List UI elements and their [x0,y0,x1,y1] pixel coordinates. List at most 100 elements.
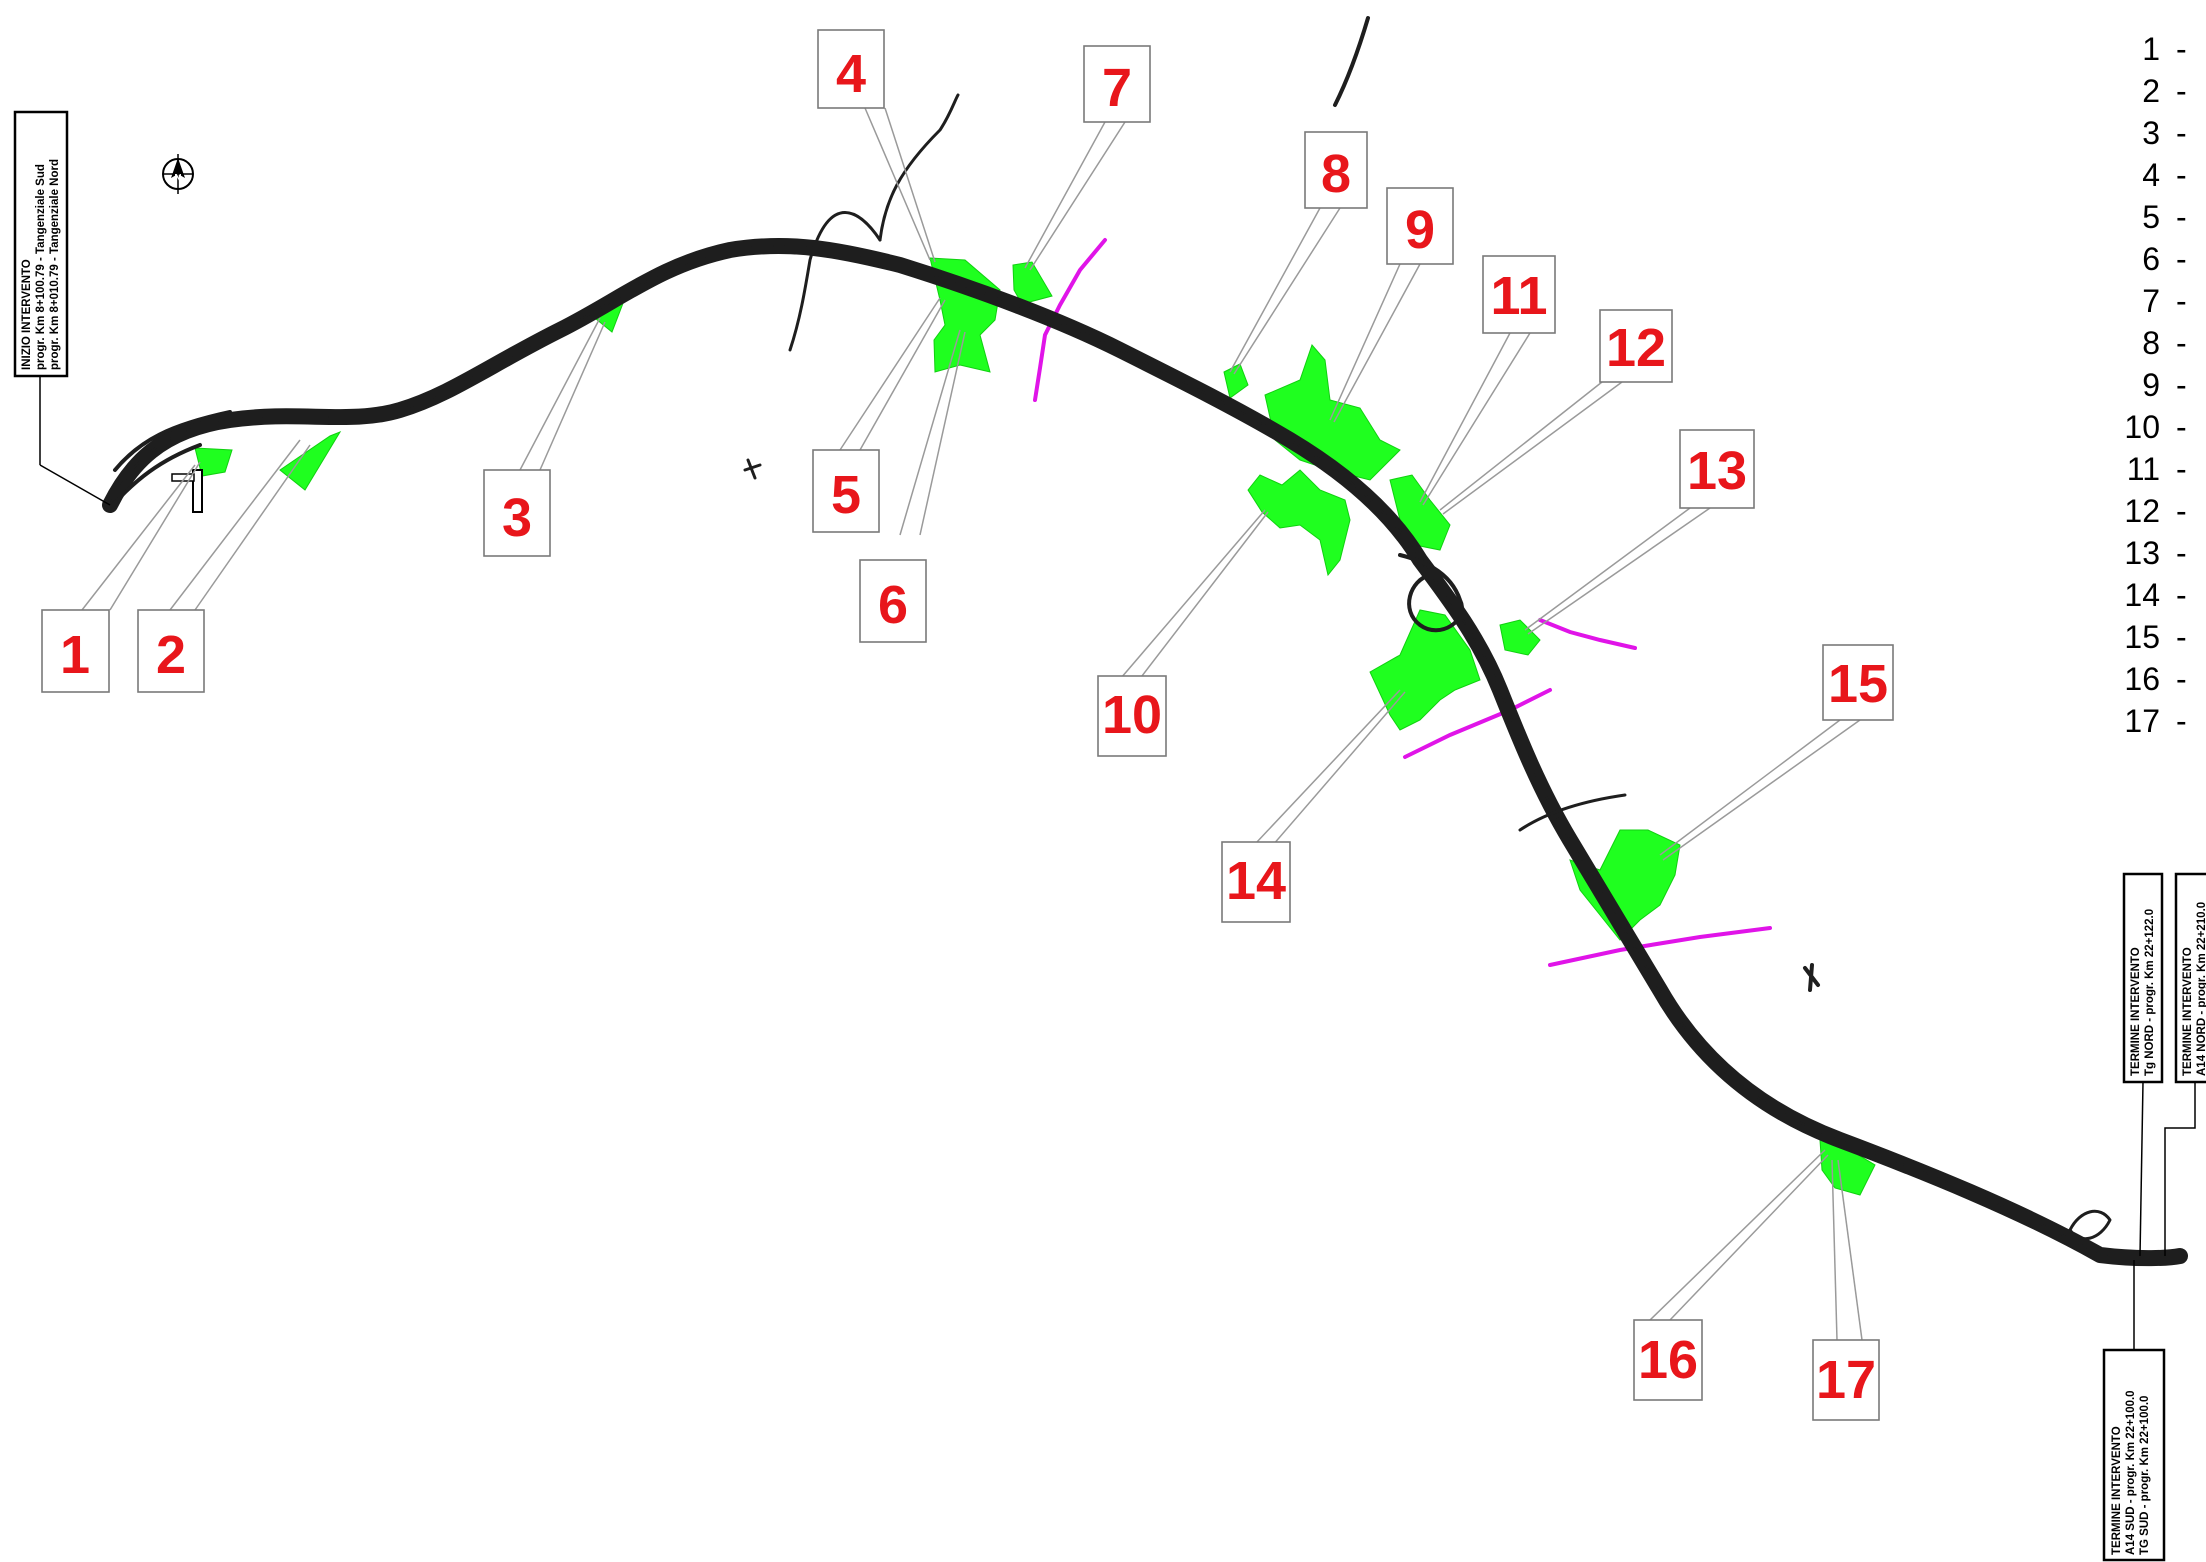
callout-14-label: 14 [1226,851,1286,911]
end-sud-line1: TERMINE INTERVENTO [2111,1426,2123,1555]
legend-item: 14- [2124,577,2186,613]
callout-5-label: 5 [831,465,861,525]
legend-item: 6- [2142,241,2186,277]
legend-item-number: 1 [2142,31,2160,67]
callout-6: 6 [859,559,927,643]
legend-item: 1- [2142,31,2186,67]
callout-17: 17 [1812,1339,1880,1421]
legend-item: 12- [2124,493,2186,529]
callout-16: 16 [1633,1319,1703,1401]
magenta-work-15 [1548,926,1772,967]
distant-feature [1333,16,1370,107]
small-junction-symbol-2 [743,458,762,480]
legend-item-number: 7 [2142,283,2160,319]
legend-item-number: 13 [2124,535,2160,571]
callout-7-label: 7 [1102,58,1132,118]
legend-item: 10- [2124,409,2186,445]
legend-item-number: 3 [2142,115,2160,151]
legend-item-number: 5 [2142,199,2160,235]
junction-loop-10 [1398,553,1464,633]
legend-item: 2- [2142,73,2186,109]
small-junction-symbol [1803,963,1820,992]
callout-11: 11 [1482,255,1556,334]
legend-item: 17- [2124,703,2186,739]
legend-item-number: 17 [2124,703,2160,739]
callout-7: 7 [1083,45,1151,123]
legend-item-dash: - [2176,451,2187,487]
green-area-15 [1569,829,1681,941]
callout-1: 1 [41,609,110,693]
callout-2: 2 [137,609,205,693]
motorway [102,16,2188,1267]
callout-10-label: 10 [1102,685,1162,745]
legend-item-dash: - [2176,115,2187,151]
legend-item-number: 9 [2142,367,2160,403]
legend-item-number: 16 [2124,661,2160,697]
legend-item-number: 2 [2142,73,2160,109]
callout-15: 15 [1822,644,1894,721]
callout-9-label: 9 [1405,200,1435,260]
green-area-8 [1223,363,1249,399]
start-note-line2: progr. Km 8+100.79 - Tangenziale Sud [35,164,47,370]
legend-item-dash: - [2176,619,2187,655]
callout-3-label: 3 [502,488,532,548]
end-sud-line3: TG SUD - progr. Km 22+100.0 [2139,1396,2151,1555]
end-note-a14-nord: TERMINE INTERVENTO A14 NORD - progr. Km … [2164,872,2206,1256]
callout-13: 13 [1679,429,1755,509]
legend-item-number: 10 [2124,409,2160,445]
legend-item-number: 14 [2124,577,2160,613]
callout-11-label: 11 [1490,266,1547,326]
legend-item: 15- [2124,619,2186,655]
legend-item: 5- [2142,199,2186,235]
legend-item: 13- [2124,535,2186,571]
legend-item: 7- [2142,283,2186,319]
green-area-10 [1247,469,1351,577]
junction-spur-4b [788,211,882,352]
end-tg-nord-line2: Tg NORD - progr. Km 22+122.0 [2144,909,2156,1076]
callout-5: 5 [812,449,880,533]
legend-item: 8- [2142,325,2186,361]
legend: 1-2-3-4-5-6-7-8-9-10-11-12-13-14-15-16-1… [2124,31,2186,739]
end-sud-line2: A14 SUD - progr. Km 22+100.0 [2125,1390,2137,1555]
legend-item-dash: - [2176,367,2187,403]
legend-item: 4- [2142,157,2186,193]
legend-item-dash: - [2176,493,2187,529]
callout-12-label: 12 [1606,318,1666,378]
legend-item-dash: - [2176,157,2187,193]
legend-item-number: 15 [2124,619,2160,655]
callout-2-label: 2 [156,625,186,685]
callout-4: 4 [817,29,885,109]
callout-10: 10 [1097,675,1167,757]
legend-item-dash: - [2176,283,2187,319]
end-tg-nord-line1: TERMINE INTERVENTO [2130,947,2142,1076]
km-marker [192,469,203,513]
legend-item-dash: - [2176,703,2187,739]
legend-item-number: 12 [2124,493,2160,529]
legend-item-dash: - [2176,535,2187,571]
callout-16-label: 16 [1638,1330,1698,1390]
north-arrow-letter: N [174,173,181,184]
magenta-work-14 [1403,688,1552,759]
start-note: INIZIO INTERVENTO progr. Km 8+100.79 - T… [13,110,111,506]
legend-item: 16- [2124,661,2186,697]
legend-item-dash: - [2176,31,2187,67]
motorway-parallel [108,410,232,510]
north-arrow: N [162,154,194,194]
start-note-line1: INIZIO INTERVENTO [21,259,33,370]
callout-8-label: 8 [1321,144,1351,204]
legend-item: 9- [2142,367,2186,403]
legend-item-dash: - [2176,241,2187,277]
callout-6-label: 6 [878,575,908,635]
legend-item-number: 11 [2127,451,2160,487]
motorway-lane-split [109,244,2181,1260]
legend-item-dash: - [2176,661,2187,697]
callout-8: 8 [1304,131,1368,209]
junction-spur-4 [878,93,960,242]
end-a14-nord-line2: A14 NORD - progr. Km 22+210.0 [2196,902,2206,1076]
legend-item: 3- [2142,115,2186,151]
callout-15-label: 15 [1828,654,1888,714]
callout-9: 9 [1386,187,1454,265]
callout-14: 14 [1221,841,1291,923]
legend-item-dash: - [2176,325,2187,361]
